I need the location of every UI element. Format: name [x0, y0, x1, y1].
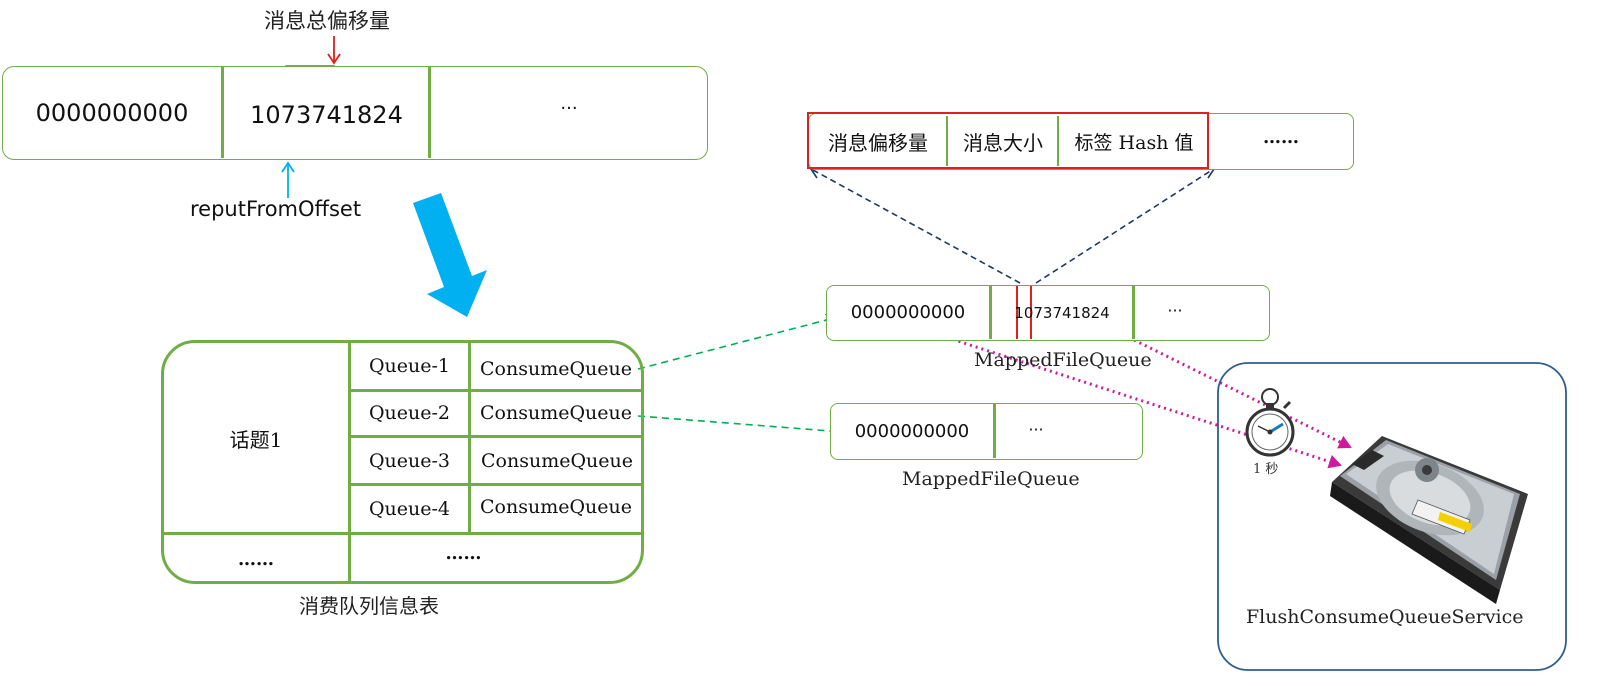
queue-cell: Queue-3 [368, 449, 451, 472]
mfq2-cell-1: ··· [1028, 419, 1044, 439]
expand-line-right [1035, 169, 1213, 284]
stopwatch-icon [1245, 388, 1295, 457]
table-footer-right: …… [445, 543, 482, 564]
flush-service-frame [1217, 362, 1567, 671]
table-hline [348, 389, 641, 392]
table-divider [468, 343, 471, 534]
commitlog-divider [428, 67, 431, 158]
timer-label: 1 秒 [1253, 462, 1279, 477]
expand-line-left [812, 169, 1021, 284]
flush-link-2 [1117, 330, 1352, 449]
commitlog-divider [221, 67, 224, 158]
cq1-link [637, 317, 838, 370]
mfq1-cell-1: 1073741824 [1014, 303, 1110, 322]
commitlog-cell-0: 0000000000 [35, 98, 189, 127]
flush-service-label: FlushConsumeQueueService [1246, 606, 1524, 628]
total-offset-label: 消息总偏移量 [264, 9, 390, 33]
table-divider [348, 343, 351, 581]
reput-offset-label: reputFromOffset [190, 197, 362, 221]
mfq2-cell-0: 0000000000 [854, 420, 970, 442]
entry-field-tag-hash: 标签 Hash 值 [1074, 131, 1194, 154]
queue-cell: Queue-2 [368, 402, 451, 424]
mapped-file-queue-2: 0000000000 ··· [830, 403, 1143, 460]
commitlog-cell-2: ··· [560, 98, 578, 119]
cq2-link [637, 415, 843, 432]
mfq2-label: MappedFileQueue [902, 468, 1080, 490]
mfq2-divider [993, 404, 996, 458]
entry-field-more: …… [1263, 126, 1299, 148]
commitlog-cell-1: 1073741824 [250, 100, 403, 129]
dispatch-arrow [413, 193, 487, 317]
mfq1-cell-0: 0000000000 [850, 302, 966, 323]
entry-divider [1057, 116, 1059, 166]
table-hline [348, 435, 641, 438]
queue-cell: Queue-1 [368, 355, 451, 377]
consume-queue-cell: ConsumeQueue [480, 402, 632, 424]
queue-cell: Queue-4 [368, 498, 451, 520]
mfq1-entry-marker [1016, 286, 1032, 339]
entry-field-size: 消息大小 [963, 130, 1043, 155]
mfq1-cell-2: ··· [1167, 301, 1183, 320]
consume-table-caption: 消费队列信息表 [299, 594, 439, 618]
mfq1-divider [989, 286, 992, 339]
consume-queue-cell: ConsumeQueue [480, 496, 632, 518]
consume-queue-table: 话题1 Queue-1 ConsumeQueue Queue-2 Consume… [161, 340, 644, 584]
mapped-file-queue-1: 0000000000 1073741824 ··· [826, 285, 1270, 341]
table-hline [164, 532, 641, 535]
entry-format-highlight [807, 112, 1209, 169]
mfq1-divider [1132, 286, 1135, 339]
consume-queue-cell: ConsumeQueue [480, 358, 632, 380]
entry-format-bar: 消息偏移量 消息大小 标签 Hash 值 …… [807, 112, 1354, 170]
table-hline [348, 483, 641, 486]
entry-field-offset: 消息偏移量 [828, 130, 928, 155]
commitlog-bar: 0000000000 1073741824 ··· [2, 66, 708, 160]
hard-disk-icon [1330, 436, 1528, 604]
table-footer-left: …… [238, 549, 274, 570]
mfq1-label: MappedFileQueue [974, 349, 1152, 371]
entry-divider [946, 116, 948, 166]
topic-cell: 话题1 [229, 428, 283, 452]
consume-queue-cell: ConsumeQueue [481, 449, 633, 472]
